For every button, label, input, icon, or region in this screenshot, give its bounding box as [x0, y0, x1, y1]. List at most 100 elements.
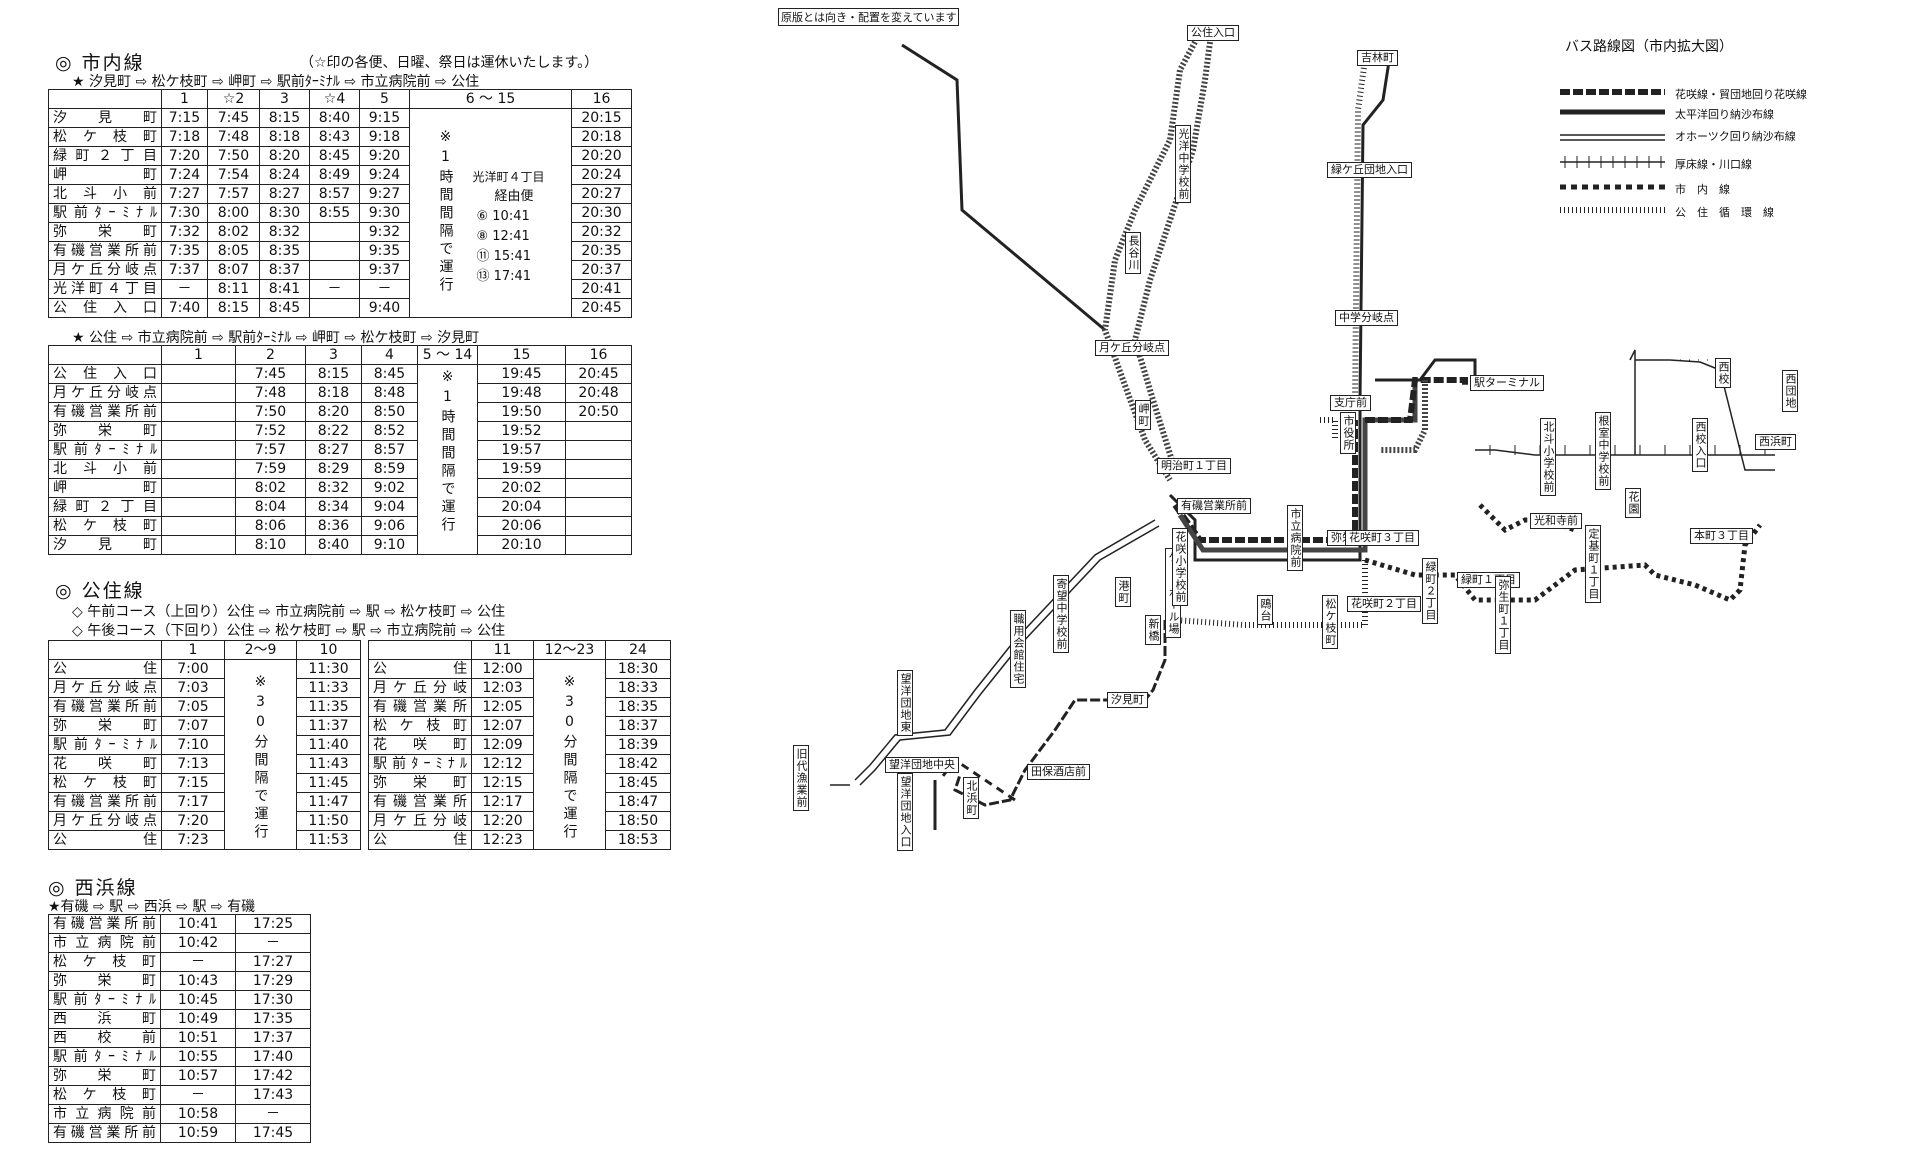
time-cell: 8:02: [207, 222, 260, 242]
legend-label: 太平洋回り納沙布線: [1675, 108, 1774, 121]
time-cell: －: [160, 1085, 236, 1105]
stop-name: 緑町２丁目: [48, 146, 162, 166]
time-cell: 20:27: [571, 184, 632, 204]
time-cell: 7:05: [161, 697, 225, 717]
time-cell: 12:15: [471, 773, 534, 793]
time-cell: 7:07: [161, 716, 225, 736]
map-stop-label: 公住入口: [1187, 25, 1239, 41]
stop-name: 有磯営業所前: [48, 1123, 161, 1143]
time-cell: 8:45: [259, 298, 310, 318]
stop-name: 公住: [368, 659, 472, 679]
time-cell: 20:04: [477, 497, 566, 517]
time-cell: 17:37: [235, 1028, 311, 1048]
interval-cell: ※30分間隔で運行: [224, 659, 297, 850]
map-stop-label: 有磯営業所前: [1177, 498, 1251, 514]
legend-symbols: [1560, 89, 1665, 213]
time-cell: 20:20: [571, 146, 632, 166]
stop-name: 公住: [48, 659, 162, 679]
map-stop-label: 根室中学校前: [1595, 412, 1611, 490]
time-cell: 8:57: [361, 440, 418, 460]
map-stop-label: 北浜町: [963, 777, 979, 819]
stop-name: 有磯営業所前: [48, 914, 161, 934]
time-cell: 20:24: [571, 165, 632, 185]
stop-name: 花咲町: [48, 754, 162, 774]
time-cell: 11:50: [296, 811, 361, 831]
time-cell: 9:40: [359, 298, 410, 318]
time-cell: [309, 222, 360, 242]
column-header: [48, 345, 162, 365]
column-header: ☆2: [207, 89, 260, 109]
map-stop-label: 花咲町２丁目: [1347, 596, 1421, 612]
time-cell: [161, 402, 236, 422]
stop-name: 弥栄町: [48, 1066, 161, 1086]
time-cell: 7:13: [161, 754, 225, 774]
map-orientation-note: 原版とは向き・配置を変えています: [778, 8, 960, 26]
interval-cell: ※30分間隔で運行: [533, 659, 606, 850]
column-header: 5: [359, 89, 410, 109]
time-cell: 8:36: [305, 516, 362, 536]
time-cell: 8:00: [207, 203, 260, 223]
column-header: 10: [296, 640, 361, 660]
legend-label: 市 内 線: [1675, 183, 1730, 196]
time-cell: 12:20: [471, 811, 534, 831]
time-cell: 20:45: [565, 364, 632, 384]
time-cell: 18:45: [605, 773, 671, 793]
stop-name: 松ケ枝町: [48, 1085, 161, 1105]
time-cell: 7:57: [235, 440, 306, 460]
map-stop-label: 西校: [1715, 358, 1731, 388]
column-header: 1: [161, 640, 225, 660]
time-cell: 8:22: [305, 421, 362, 441]
time-cell: 17:30: [235, 990, 311, 1010]
stop-name: 市立病院前: [48, 933, 161, 953]
time-cell: 19:50: [477, 402, 566, 422]
map-stop-label: 港町: [1115, 577, 1131, 607]
time-cell: 9:18: [359, 127, 410, 147]
stop-name: 北斗小前: [48, 184, 162, 204]
time-cell: 10:43: [160, 971, 236, 991]
time-cell: 20:50: [565, 402, 632, 422]
time-cell: [161, 516, 236, 536]
time-cell: 19:59: [477, 459, 566, 479]
map-stop-label: 汐見町: [1107, 692, 1148, 708]
column-header: 5 ～ 14: [417, 345, 478, 365]
time-cell: 11:53: [296, 830, 361, 850]
map-stop-label: 月ケ丘分岐点: [1095, 340, 1169, 356]
time-cell: 8:20: [259, 146, 310, 166]
time-cell: [565, 516, 632, 536]
time-cell: 8:15: [259, 108, 310, 128]
time-cell: 11:35: [296, 697, 361, 717]
stop-name: 有磯営業所: [368, 697, 472, 717]
time-cell: 7:48: [207, 127, 260, 147]
route-lines: [830, 40, 1775, 830]
time-cell: 11:45: [296, 773, 361, 793]
map-stop-label: 花園: [1625, 488, 1641, 518]
time-cell: 7:15: [161, 108, 208, 128]
time-cell: 7:35: [161, 241, 208, 261]
time-cell: [161, 478, 236, 498]
stop-name: 有磯営業所前: [48, 792, 162, 812]
time-cell: 11:47: [296, 792, 361, 812]
column-header: 2～9: [224, 640, 297, 660]
time-cell: [565, 421, 632, 441]
stop-name: 花咲町: [368, 735, 472, 755]
stop-name: 駅前ﾀｰﾐﾅﾙ: [48, 990, 161, 1010]
time-cell: 10:42: [160, 933, 236, 953]
time-cell: 7:15: [161, 773, 225, 793]
map-stop-label: 市立病院前: [1287, 505, 1303, 571]
stop-name: 緑町２丁目: [48, 497, 162, 517]
